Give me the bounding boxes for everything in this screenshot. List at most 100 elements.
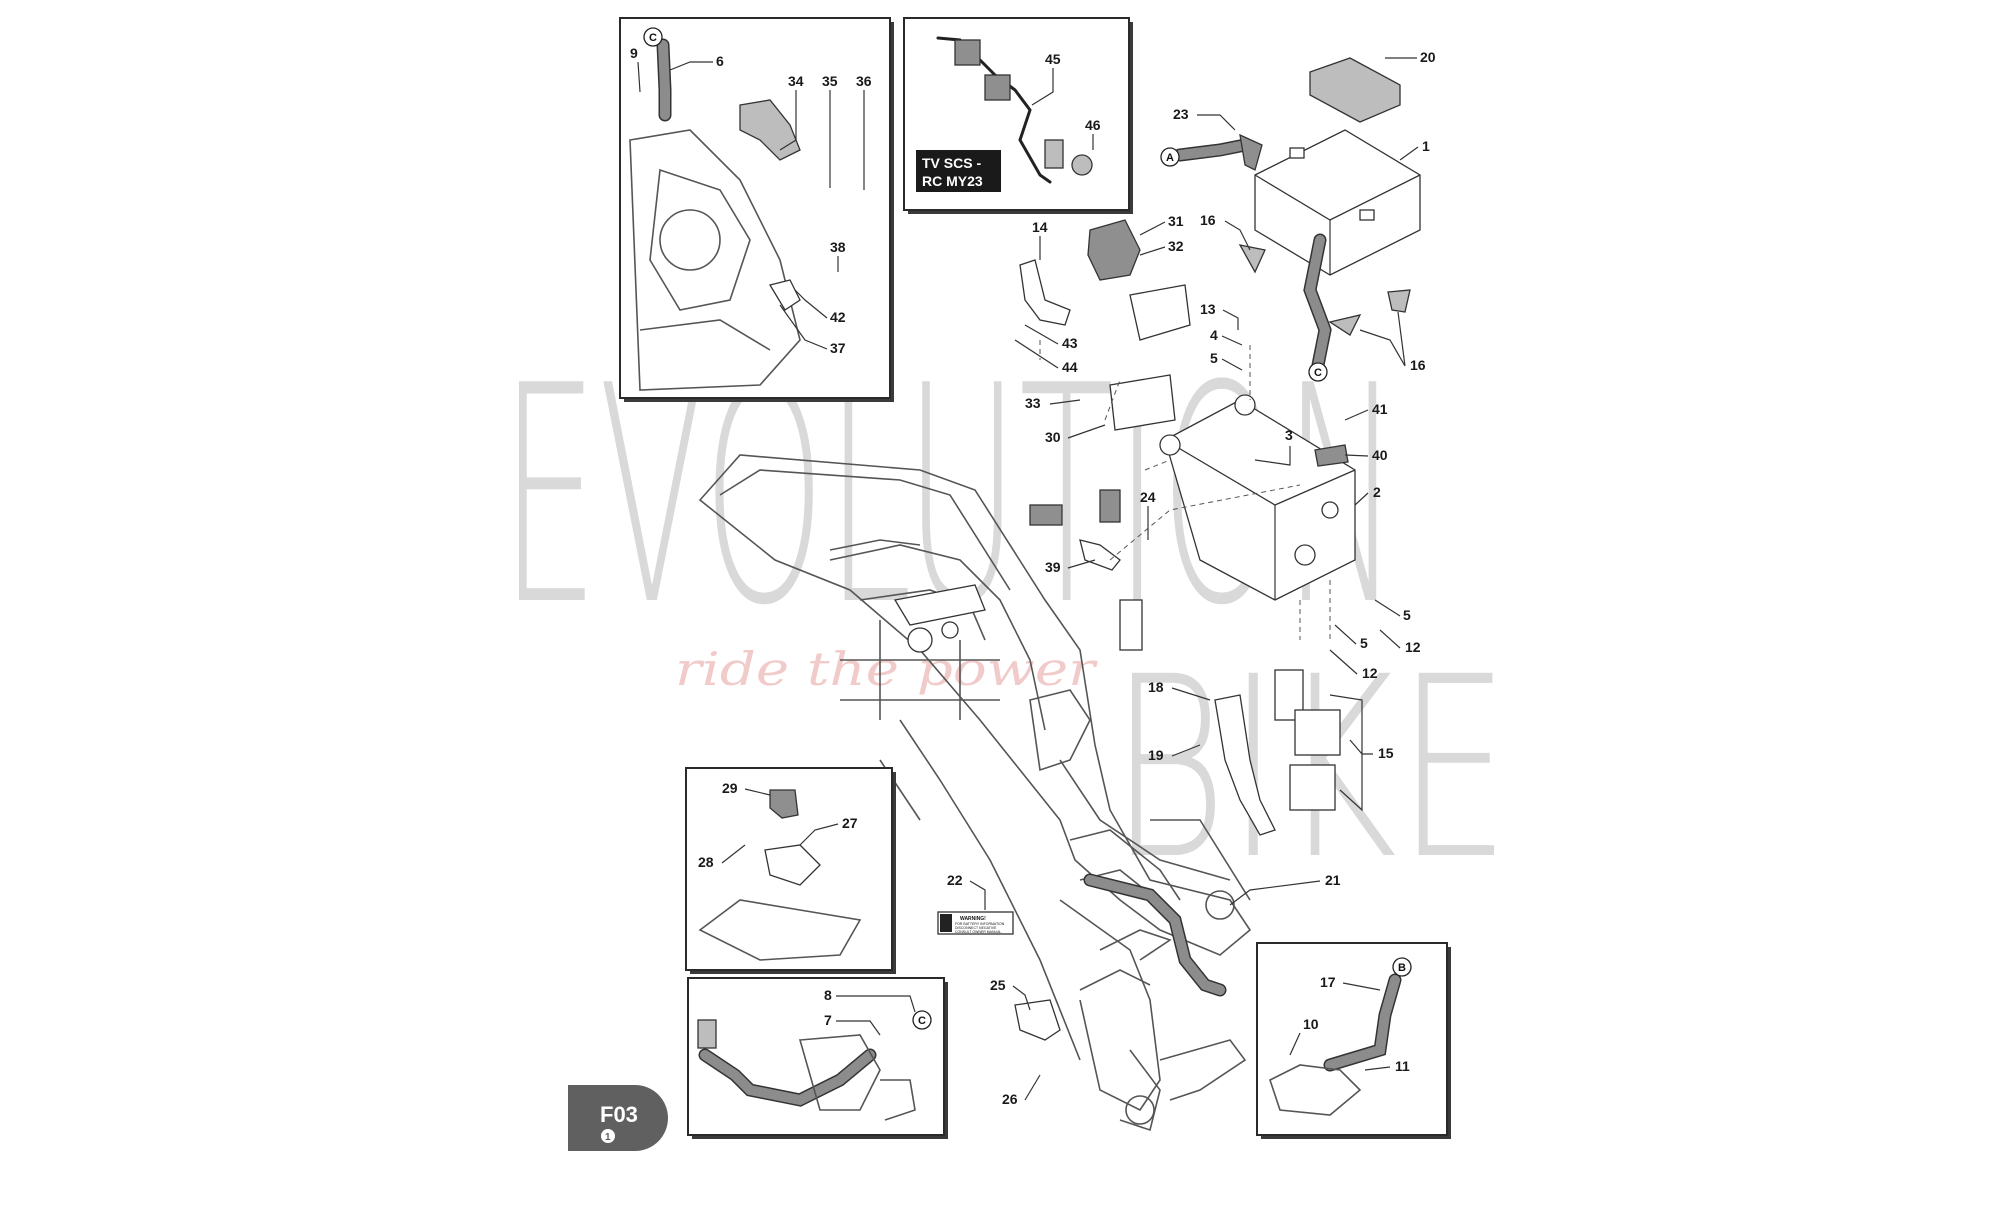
callout-3: 3 xyxy=(1285,427,1293,443)
connector-c-marker: C xyxy=(1314,367,1322,379)
callout-39: 39 xyxy=(1045,559,1061,575)
assembly-lines xyxy=(1039,340,1331,640)
panel-seat-lock xyxy=(685,767,896,974)
bracket xyxy=(1014,999,1061,1041)
callout-33: 33 xyxy=(1025,395,1041,411)
battery-pad xyxy=(1309,57,1401,123)
callout-26: 26 xyxy=(1002,1091,1018,1107)
callout-12: 12 xyxy=(1362,665,1378,681)
callout-5: 5 xyxy=(1210,350,1218,366)
callout-29: 29 xyxy=(722,780,738,796)
warning-label: WARNING! FOR BATTERY INFORMATION DISCONN… xyxy=(937,911,1014,935)
callout-21: 21 xyxy=(1325,872,1341,888)
callout-40: 40 xyxy=(1372,447,1388,463)
callout-42: 42 xyxy=(830,309,846,325)
callout-5: 5 xyxy=(1403,607,1411,623)
callout-32: 32 xyxy=(1168,238,1184,254)
fuse-box xyxy=(1294,709,1341,756)
page-badge: F03 1 xyxy=(568,1085,668,1151)
callout-5: 5 xyxy=(1360,635,1368,651)
connector-c-marker: C xyxy=(918,1015,926,1027)
callout-13: 13 xyxy=(1200,301,1216,317)
callout-36: 36 xyxy=(856,73,872,89)
callout-22: 22 xyxy=(947,872,963,888)
battery xyxy=(1254,129,1421,276)
callout-24: 24 xyxy=(1140,489,1156,505)
callout-44: 44 xyxy=(1062,359,1078,375)
sheet-number: 1 xyxy=(605,1132,611,1143)
connector xyxy=(1119,599,1143,651)
callout-9: 9 xyxy=(630,45,638,61)
connector-c-marker: C xyxy=(649,32,657,44)
callout-12: 12 xyxy=(1405,639,1421,655)
panel-tv-scs: TV SCS - RC MY23 xyxy=(903,17,1133,214)
connector xyxy=(1029,504,1063,526)
panel-ground-lead xyxy=(687,977,948,1139)
lock-barrel xyxy=(769,789,799,819)
bracket xyxy=(1079,539,1121,571)
terminal-cover xyxy=(1328,314,1362,336)
watermark-tagline: ride the power xyxy=(675,642,1099,696)
terminal-cover xyxy=(1387,289,1411,313)
control-unit xyxy=(1129,284,1191,341)
lock-bracket xyxy=(764,844,821,886)
sensor xyxy=(1314,444,1349,467)
connector-b-marker: B xyxy=(1398,962,1406,974)
panel-cable-b xyxy=(1256,942,1451,1139)
fuse-box xyxy=(1289,764,1336,811)
callout-45: 45 xyxy=(1045,51,1061,67)
callout-19: 19 xyxy=(1148,747,1164,763)
page-code: F03 xyxy=(600,1102,638,1127)
callout-28: 28 xyxy=(698,854,714,870)
callout-14: 14 xyxy=(1032,219,1048,235)
callout-43: 43 xyxy=(1062,335,1078,351)
callout-8: 8 xyxy=(824,987,832,1003)
callout-46: 46 xyxy=(1085,117,1101,133)
connector-markers: C A C B C xyxy=(643,27,1412,1030)
callout-35: 35 xyxy=(822,73,838,89)
callout-16: 16 xyxy=(1200,212,1216,228)
callouts: 9 6 34 35 36 38 42 37 45 46 20 1 23 16 1… xyxy=(630,45,1436,1107)
watermark: EVOLUTION BIKE ride the power xyxy=(500,322,1510,914)
warning-title: WARNING! xyxy=(960,916,986,922)
tv-scs-tag xyxy=(916,150,1001,192)
callout-16: 16 xyxy=(1410,357,1426,373)
callout-23: 23 xyxy=(1173,106,1189,122)
warning-line1: FOR BATTERY INFORMATION xyxy=(955,922,1005,926)
connector xyxy=(1099,489,1121,523)
battery-tray xyxy=(1159,394,1356,601)
callout-17: 17 xyxy=(1320,974,1336,990)
callout-20: 20 xyxy=(1420,49,1436,65)
tv-scs-label-2: RC MY23 xyxy=(922,173,983,189)
bracket xyxy=(1109,374,1176,431)
callout-7: 7 xyxy=(824,1012,832,1028)
connector-a-marker: A xyxy=(1166,152,1174,164)
callout-25: 25 xyxy=(990,977,1006,993)
warning-line2: DISCONNECT NEGATIVE xyxy=(955,926,997,930)
warning-line3: CONSULT OWNER MANUAL xyxy=(955,930,1001,934)
callout-27: 27 xyxy=(842,815,858,831)
callout-37: 37 xyxy=(830,340,846,356)
callout-38: 38 xyxy=(830,239,846,255)
callout-34: 34 xyxy=(788,73,804,89)
heat-shield xyxy=(739,99,801,161)
bracket xyxy=(1019,259,1071,326)
callout-6: 6 xyxy=(716,53,724,69)
terminal-cover xyxy=(1238,244,1266,274)
rear-subframe xyxy=(698,454,1252,1132)
callout-41: 41 xyxy=(1372,401,1388,417)
callout-30: 30 xyxy=(1045,429,1061,445)
panel-engine xyxy=(619,17,894,402)
callout-11: 11 xyxy=(1395,1058,1410,1074)
starter-relay xyxy=(1087,219,1141,281)
callout-10: 10 xyxy=(1303,1016,1319,1032)
bracket xyxy=(1214,694,1276,836)
tv-scs-label-1: TV SCS - xyxy=(922,155,981,171)
callout-31: 31 xyxy=(1168,213,1184,229)
callout-2: 2 xyxy=(1373,484,1381,500)
callout-4: 4 xyxy=(1210,327,1218,343)
callout-15: 15 xyxy=(1378,745,1394,761)
callout-18: 18 xyxy=(1148,679,1164,695)
callout-1: 1 xyxy=(1422,138,1430,154)
